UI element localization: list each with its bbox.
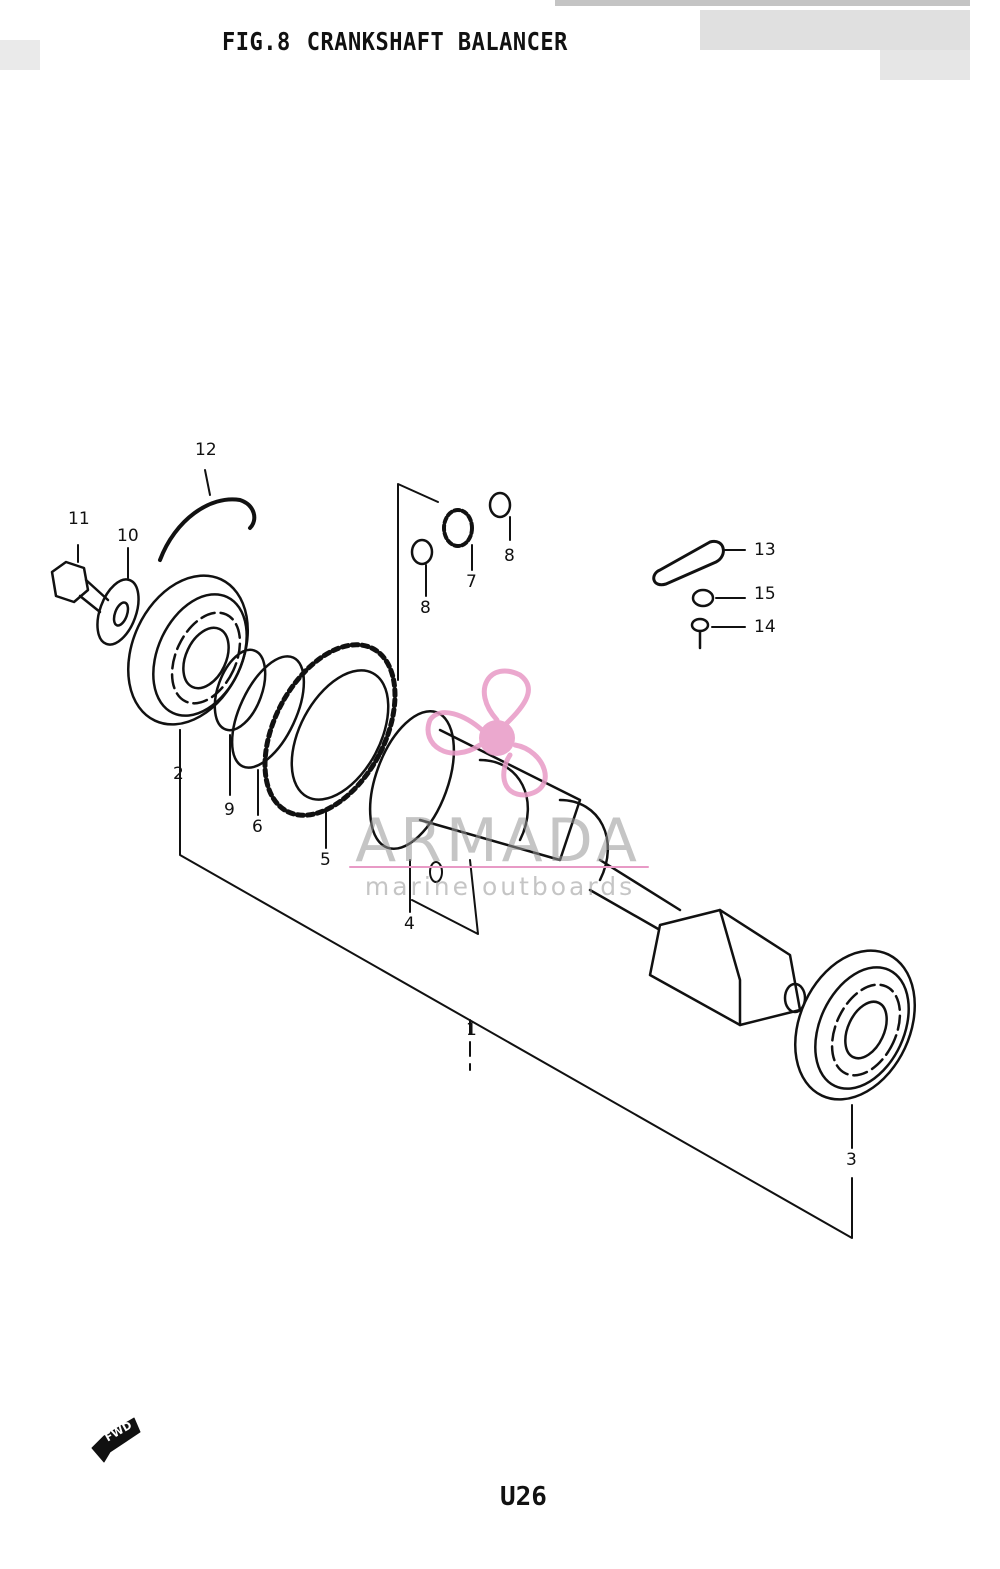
bearing-right xyxy=(793,949,917,1101)
shim-ring xyxy=(213,648,267,732)
leader-lines xyxy=(127,516,853,1149)
watermark-logo xyxy=(425,668,548,798)
callout-14: 14 xyxy=(754,617,776,637)
plunger-upper xyxy=(488,491,512,519)
retainer-plate xyxy=(652,539,746,587)
callout-15: 15 xyxy=(754,584,776,604)
balancer-gear xyxy=(262,642,398,818)
spring xyxy=(442,508,474,548)
callout-11: 11 xyxy=(68,509,90,529)
lock-washer xyxy=(691,588,746,608)
callout-9: 9 xyxy=(224,800,235,820)
watermark-tagline: marine outboards xyxy=(364,872,636,901)
plunger-lower xyxy=(410,538,434,566)
figure-number: FIG.8 xyxy=(222,28,291,57)
callout-3: 3 xyxy=(846,1150,857,1170)
watermark-brand: ARMADA xyxy=(355,806,641,876)
circlip xyxy=(158,497,257,562)
callout-8-upper: 8 xyxy=(504,546,515,566)
screw xyxy=(690,617,746,650)
scan-noise xyxy=(0,0,970,80)
callout-12: 12 xyxy=(195,440,217,460)
assembly-bracket xyxy=(179,729,853,1239)
page-number: U26 xyxy=(500,1482,547,1512)
callout-7: 7 xyxy=(466,572,477,592)
sub-bracket xyxy=(397,483,479,935)
figure-name: CRANKSHAFT BALANCER xyxy=(306,28,568,57)
figure-title: FIG.8 CRANKSHAFT BALANCER xyxy=(222,28,568,57)
callout-1: 1 xyxy=(466,1020,477,1040)
spacer xyxy=(230,655,306,769)
callout-8-lower: 8 xyxy=(420,598,431,618)
callout-13: 13 xyxy=(754,540,776,560)
fwd-arrow-icon xyxy=(91,1417,141,1463)
bolt xyxy=(50,544,110,614)
key xyxy=(429,861,443,883)
callout-2: 2 xyxy=(173,764,184,784)
callout-5: 5 xyxy=(320,850,331,870)
callout-4: 4 xyxy=(404,914,415,934)
washer xyxy=(96,578,140,646)
callout-6: 6 xyxy=(252,817,263,837)
callout-10: 10 xyxy=(117,526,139,546)
